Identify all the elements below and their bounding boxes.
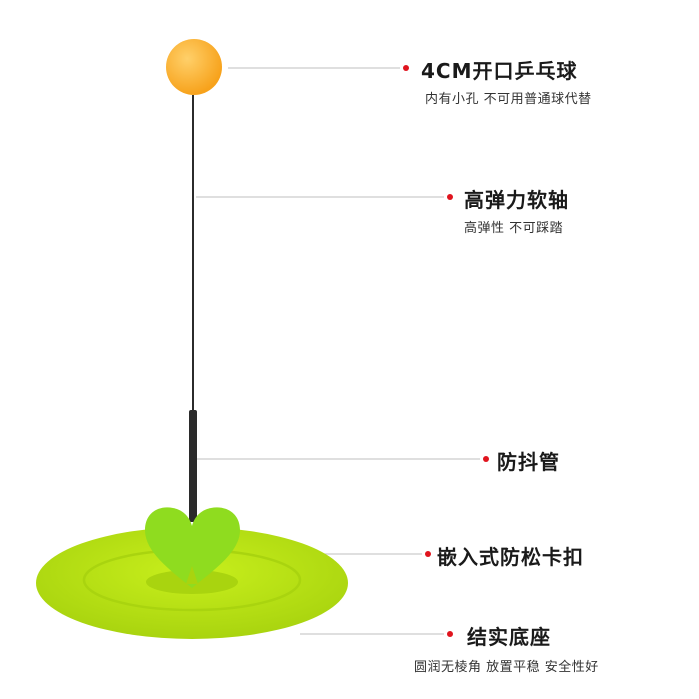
callout-dot	[483, 456, 489, 462]
callout-title: 4CM开口乒乓球	[421, 59, 578, 83]
callout-subtitle: 内有小孔 不可用普通球代替	[425, 92, 592, 107]
heart-clip-stem	[186, 566, 198, 584]
anti-shake-tube	[189, 410, 197, 522]
callout-dot	[447, 631, 453, 637]
heart-clip	[145, 507, 240, 588]
callout-title: 结实底座	[467, 625, 551, 649]
callout-dot	[403, 65, 409, 71]
callout-subtitle: 高弹性 不可踩踏	[464, 221, 564, 236]
callout-title: 防抖管	[497, 450, 560, 474]
callout-dot	[447, 194, 453, 200]
ping-pong-ball	[166, 39, 222, 95]
callout-subtitle: 圆润无棱角 放置平稳 安全性好	[414, 660, 599, 675]
callout-dot	[425, 551, 431, 557]
callout-title: 嵌入式防松卡扣	[437, 545, 584, 569]
callout-title: 高弹力软轴	[464, 188, 569, 212]
